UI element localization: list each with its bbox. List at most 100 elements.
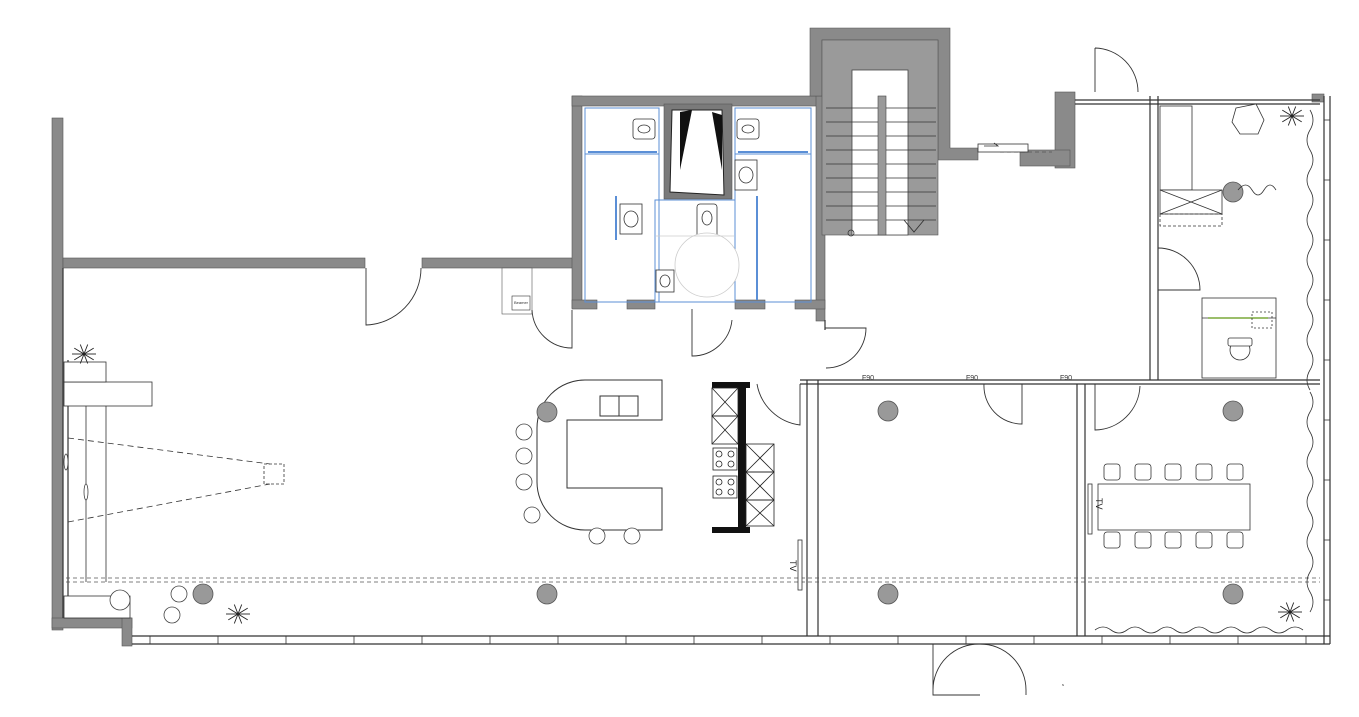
cabinet-units: [711, 387, 775, 527]
doors: [365, 47, 1201, 696]
stove-icon: [712, 447, 738, 499]
column-icon: [192, 583, 214, 605]
chair-icon: [1227, 337, 1253, 361]
ledge: [63, 361, 107, 383]
projection-area: [63, 361, 285, 619]
cabinet-unit: [745, 499, 775, 527]
columns: [192, 181, 1244, 605]
curtain: [1094, 626, 1304, 634]
toilet-icon: [736, 118, 760, 140]
column-icon: [1222, 400, 1244, 422]
column-icon: [536, 401, 558, 423]
wall-left: [51, 117, 64, 631]
door-swing-icon: [1094, 384, 1141, 431]
wall-top-left: [62, 257, 366, 269]
wall-left-stub: [121, 617, 133, 647]
door-swing-icon: [1094, 47, 1139, 93]
glazing-mullions: [149, 119, 1330, 644]
stool-icon: [515, 473, 533, 491]
beam-label: F90: [966, 375, 978, 382]
door-swing-icon: [825, 327, 867, 369]
stair-spine: [877, 95, 887, 236]
cabinet-cross: [745, 499, 775, 527]
appliance-label: Beamer: [514, 300, 529, 305]
wall-right-notch: [1054, 91, 1076, 169]
cabinet-cross: [745, 443, 775, 473]
wall-top-mid: [421, 257, 578, 269]
stool-icon: [623, 527, 641, 545]
door-swing-icon: [691, 309, 733, 357]
column-icon: [536, 583, 558, 605]
beam-label: F90: [862, 375, 874, 382]
conference-chairs: [1103, 463, 1244, 549]
sink-icon: [655, 269, 675, 293]
plant-icon: [1278, 602, 1302, 622]
plant-icon: [72, 344, 96, 364]
chair-icon: [1103, 463, 1121, 481]
beam-label: F90: [1060, 375, 1072, 382]
chair-icon: [1134, 531, 1152, 549]
corner-mark: s: [1062, 682, 1064, 687]
tv-screen-left: [797, 539, 803, 591]
cable: [1237, 184, 1277, 196]
wall-right-notch-b: [1019, 149, 1071, 167]
sink-icon: [619, 203, 643, 235]
door-swing-icon: [365, 267, 422, 326]
door-swing-icon: [1157, 247, 1201, 291]
stool-icon: [515, 423, 533, 441]
chair-icon: [1164, 463, 1182, 481]
wall-left-bottom: [51, 617, 133, 629]
sink-icon: [734, 159, 758, 191]
beamer-box: [511, 295, 531, 311]
stool-icon: [588, 527, 606, 545]
door-swing-icon: [932, 643, 1027, 696]
chair-icon: [1195, 531, 1213, 549]
conference-table: [1097, 463, 1251, 549]
column-icon: [1222, 583, 1244, 605]
plant-icon: [226, 604, 250, 624]
lift-car: [669, 109, 725, 196]
stool-icon: [515, 447, 533, 465]
kitchen-counter: [536, 379, 663, 531]
tv-label-right: TV: [1094, 498, 1104, 510]
wall-core-bottom-d: [794, 299, 826, 310]
office: [1159, 103, 1277, 379]
wall-core-bottom-c: [734, 299, 766, 310]
curtain: [1306, 391, 1314, 613]
wall-core-bottom-b: [626, 299, 656, 310]
cabinet-cross: [745, 471, 775, 501]
curtains: [1094, 109, 1314, 634]
screen-wall: [63, 381, 153, 407]
door-swing-icon: [756, 383, 801, 426]
tv-label-left: TV: [788, 560, 798, 572]
column-icon: [877, 400, 899, 422]
stair-start-mark: [847, 229, 855, 237]
sanitary: [619, 118, 760, 298]
projector: [263, 463, 285, 485]
toilet-icon: [632, 118, 656, 140]
plants: [72, 106, 1304, 624]
wall-core-left: [571, 95, 583, 309]
wall-far-right: [1311, 93, 1325, 103]
lounge-seats: [63, 453, 188, 624]
kitchen-island: [711, 382, 775, 533]
cabinet-unit: [711, 415, 739, 445]
stair-arrow-icon: [903, 219, 925, 233]
door-swing-icon: [983, 383, 1023, 425]
kitchen-block: [738, 382, 746, 532]
staircase: [821, 39, 939, 237]
ducts: [977, 142, 1029, 153]
stair-steps: [826, 107, 936, 221]
cabinet: [1159, 105, 1193, 191]
chair-icon: [1134, 463, 1152, 481]
bar-stools: [515, 403, 641, 545]
chair-icon: [1195, 463, 1213, 481]
armchair-icon: [1231, 103, 1265, 135]
chair-icon: [1103, 531, 1121, 549]
door-swing-icon: [531, 309, 573, 349]
column-icon: [877, 583, 899, 605]
cabinet-cross: [711, 415, 739, 445]
tv-screen-right: [1087, 483, 1093, 535]
chair-icon: [1226, 531, 1244, 549]
